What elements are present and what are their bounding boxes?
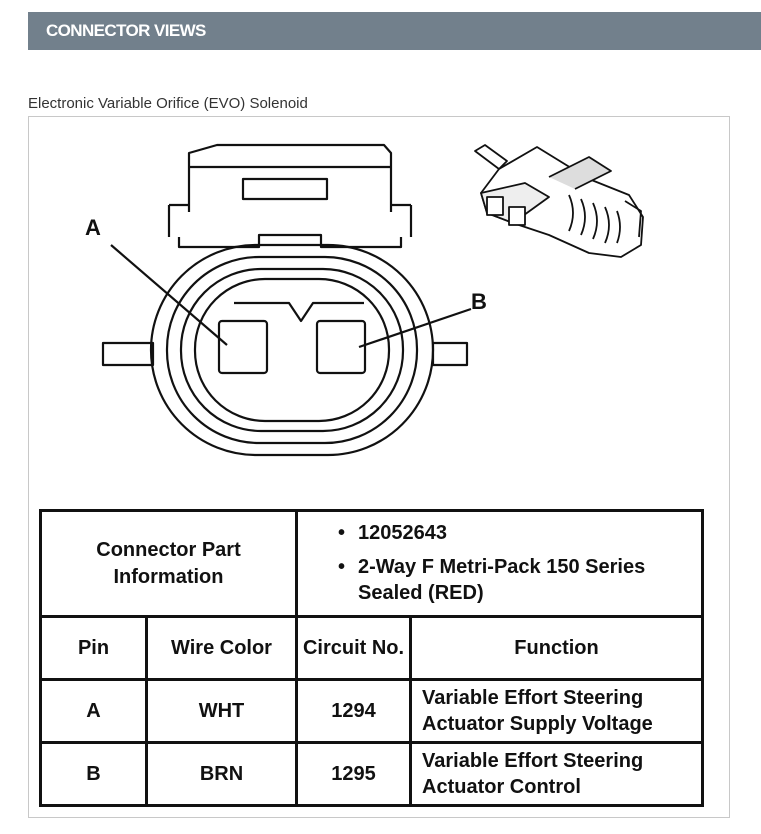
section-header: CONNECTOR VIEWS [28, 12, 761, 50]
table-header-row: Pin Wire Color Circuit No. Function [39, 615, 705, 681]
diagram-caption: Electronic Variable Orifice (EVO) Soleno… [28, 95, 308, 112]
connector-table: Connector Part Information • 12052643 • 2-… [38, 509, 705, 807]
pin-label-b: B [471, 289, 487, 314]
connector-latch [187, 143, 393, 212]
table-row: A WHT 1294 Variable Effort Steering Actu… [39, 678, 705, 744]
connector-info-label: Connector Part Information [38, 509, 299, 618]
bullet-icon: • [338, 556, 346, 578]
diagram-frame: A B Connector Part Information • 12052643… [28, 116, 730, 818]
cell-circuit: 1295 [295, 741, 413, 807]
spec-series: 2-Way F Metri-Pack 150 Series Sealed (RE… [358, 556, 646, 604]
pin-label-a: A [85, 215, 101, 240]
connector-info-specs: • 12052643 • 2-Way F Metri-Pack 150 Series… [295, 509, 705, 618]
left-ear [101, 341, 155, 367]
key-notch [234, 301, 364, 323]
spec-part-number: 12052643 [358, 522, 447, 544]
cell-wire-color: BRN [144, 741, 299, 807]
header-circuit: Circuit No. [295, 615, 413, 681]
right-ear [431, 341, 469, 367]
cell-pin: A [39, 678, 148, 744]
spec-item: • 2-Way F Metri-Pack 150 Series Sealed (R… [338, 554, 701, 606]
cell-pin: B [39, 741, 148, 807]
table-row: B BRN 1295 Variable Effort Steering Actu… [39, 741, 705, 807]
cell-function: Variable Effort Steering Actuator Supply… [409, 678, 705, 744]
cell-wire-color: WHT [144, 678, 299, 744]
cavity-b [315, 319, 367, 375]
connector-shell-inner [179, 267, 405, 433]
header-pin: Pin [39, 615, 148, 681]
header-function: Function [409, 615, 705, 681]
leader-b [358, 307, 472, 349]
connector-drawing [101, 143, 644, 457]
cell-circuit: 1294 [295, 678, 413, 744]
section-title: CONNECTOR VIEWS [46, 21, 206, 40]
connector-shell-mid [165, 255, 419, 445]
spec-item: • 12052643 [338, 520, 701, 546]
connector-shell-core [193, 277, 391, 423]
cavity-a [217, 319, 269, 375]
connector-info-row: Connector Part Information • 12052643 • 2-… [38, 509, 705, 618]
header-wire-color: Wire Color [144, 615, 299, 681]
bullet-icon: • [338, 522, 346, 544]
connector-iso-icon [474, 144, 644, 258]
connector-shoulder [167, 203, 413, 237]
connector-shell-outer [149, 243, 435, 457]
leader-a [110, 244, 228, 346]
cell-function: Variable Effort Steering Actuator Contro… [409, 741, 705, 807]
